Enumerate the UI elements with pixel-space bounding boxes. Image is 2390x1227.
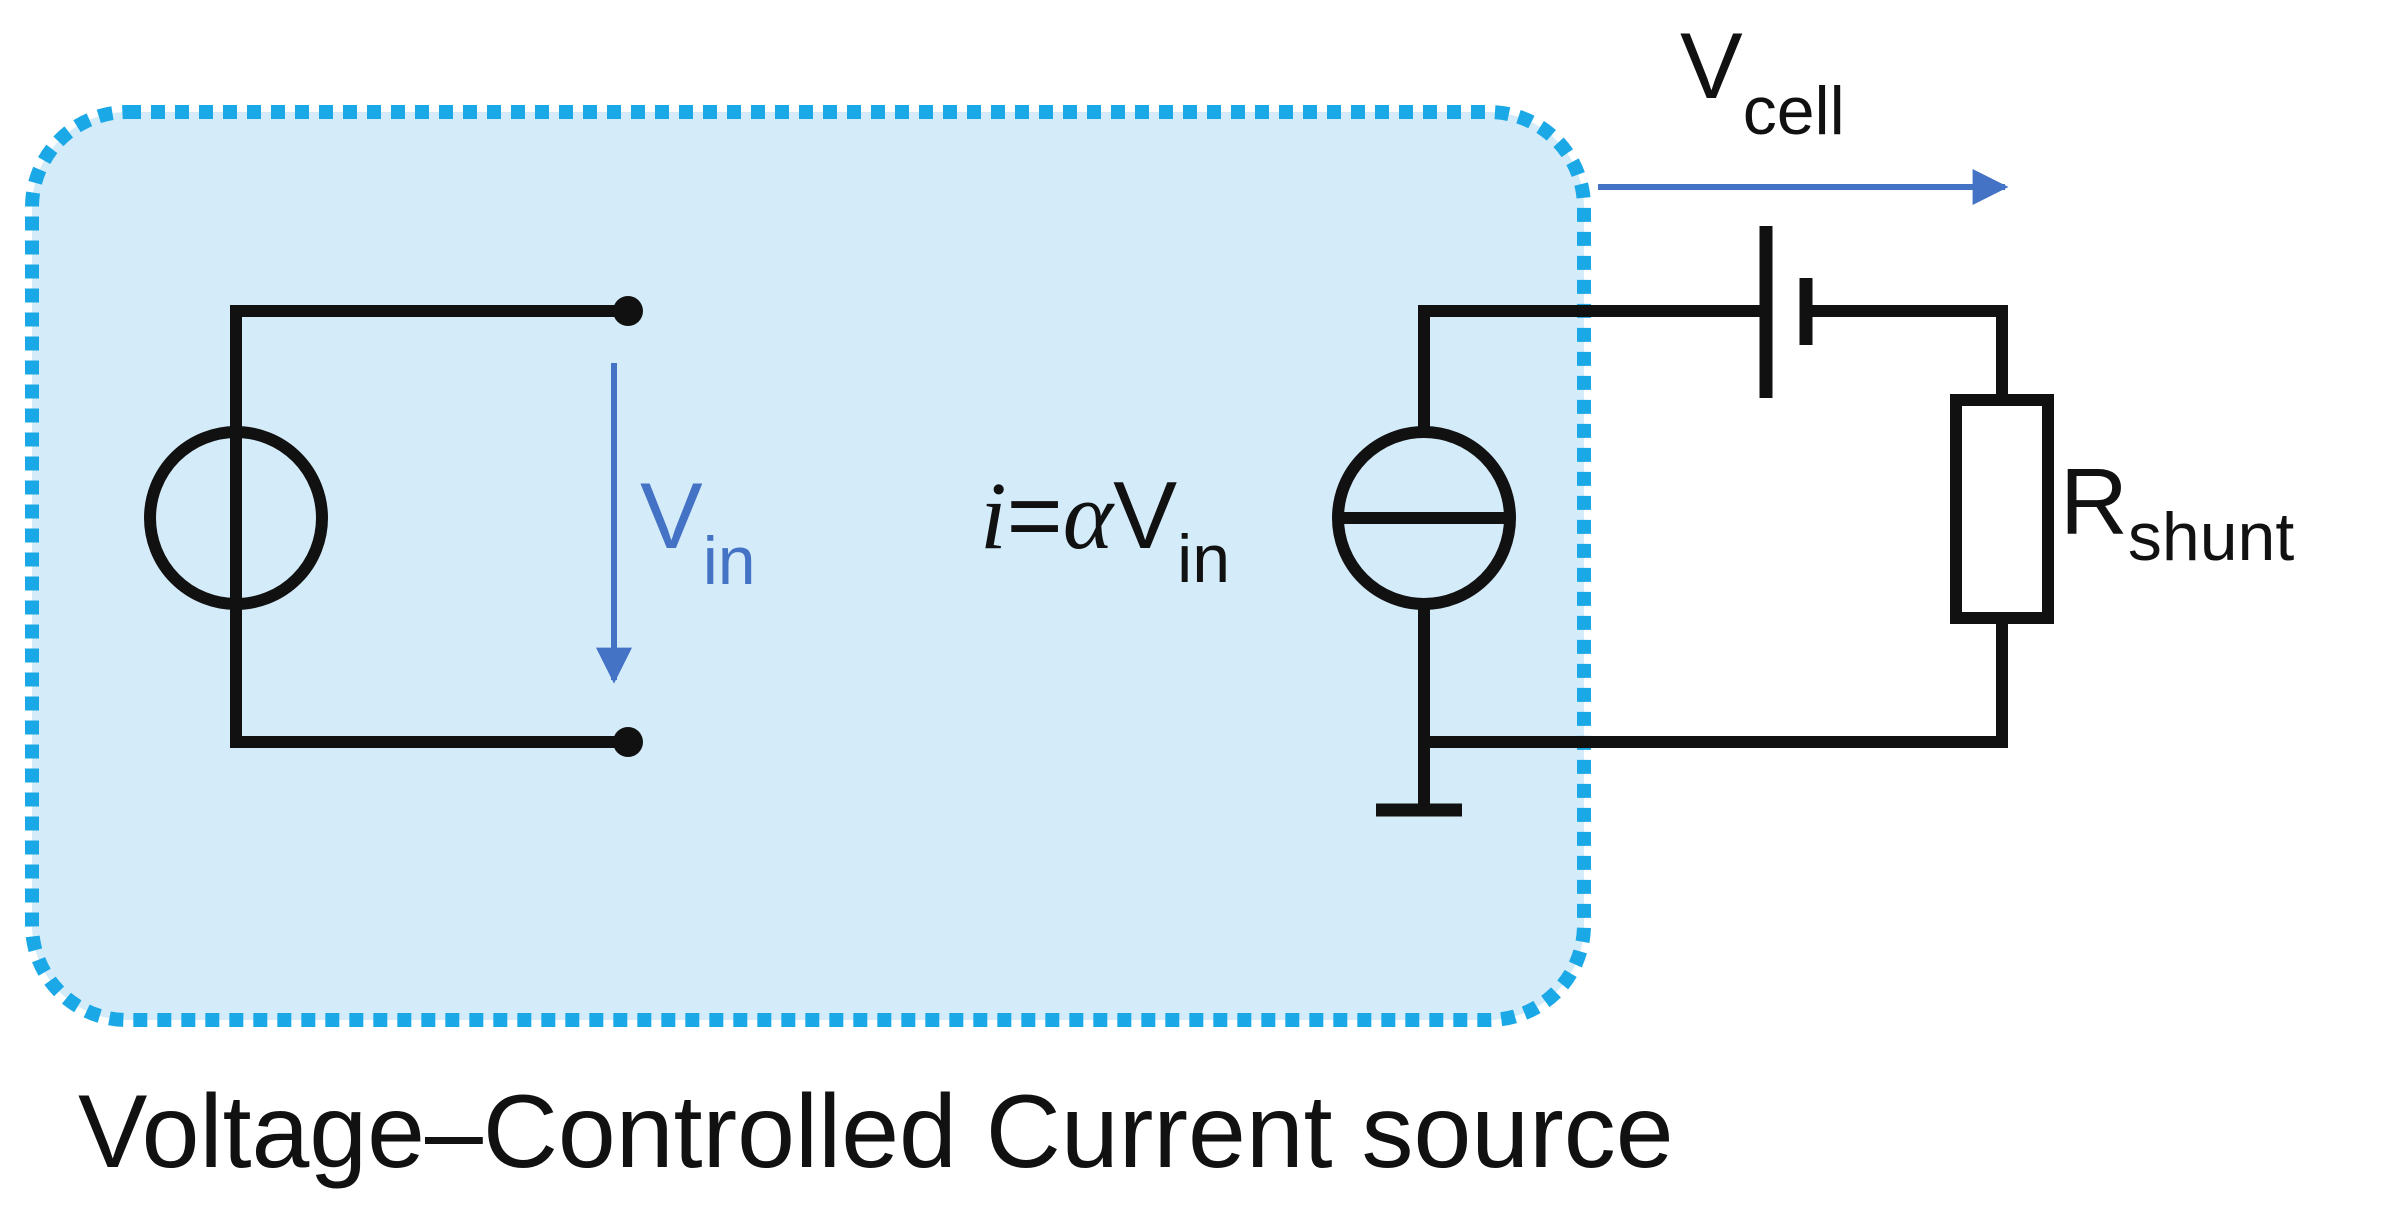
eq-sub: in bbox=[1177, 521, 1230, 597]
input-terminal-bottom bbox=[613, 727, 643, 757]
current-equation-label: i=αVin bbox=[980, 462, 1230, 597]
vin-main: V bbox=[640, 463, 703, 568]
eq-i: i bbox=[980, 462, 1007, 569]
eq-v: V bbox=[1113, 462, 1177, 569]
input-terminal-top bbox=[613, 296, 643, 326]
diagram-caption: Voltage–Controlled Current source bbox=[78, 1074, 1674, 1190]
eq-equals: = bbox=[1007, 462, 1063, 569]
input-voltage-source bbox=[144, 296, 643, 757]
shunt-resistor bbox=[1950, 394, 2054, 624]
rshunt-label: Rshunt bbox=[2060, 449, 2294, 575]
eq-alpha: α bbox=[1063, 462, 1115, 569]
vcell-label: Vcell bbox=[1680, 13, 1845, 149]
vin-label: Vin bbox=[640, 463, 756, 599]
top-wire-left bbox=[1418, 305, 1766, 432]
rshunt-main: R bbox=[2060, 449, 2128, 554]
return-wire bbox=[1418, 604, 2008, 748]
rshunt-sub: shunt bbox=[2128, 499, 2294, 575]
vccs-enclosure-box bbox=[25, 105, 1591, 1027]
output-circuit bbox=[1332, 226, 2054, 817]
top-wire-right bbox=[1806, 305, 2008, 400]
vcell-sub: cell bbox=[1743, 73, 1845, 149]
voltage-source-symbol bbox=[144, 426, 328, 610]
input-wire bbox=[230, 305, 628, 748]
vin-sub: in bbox=[703, 523, 756, 599]
vcell-main: V bbox=[1680, 13, 1743, 118]
